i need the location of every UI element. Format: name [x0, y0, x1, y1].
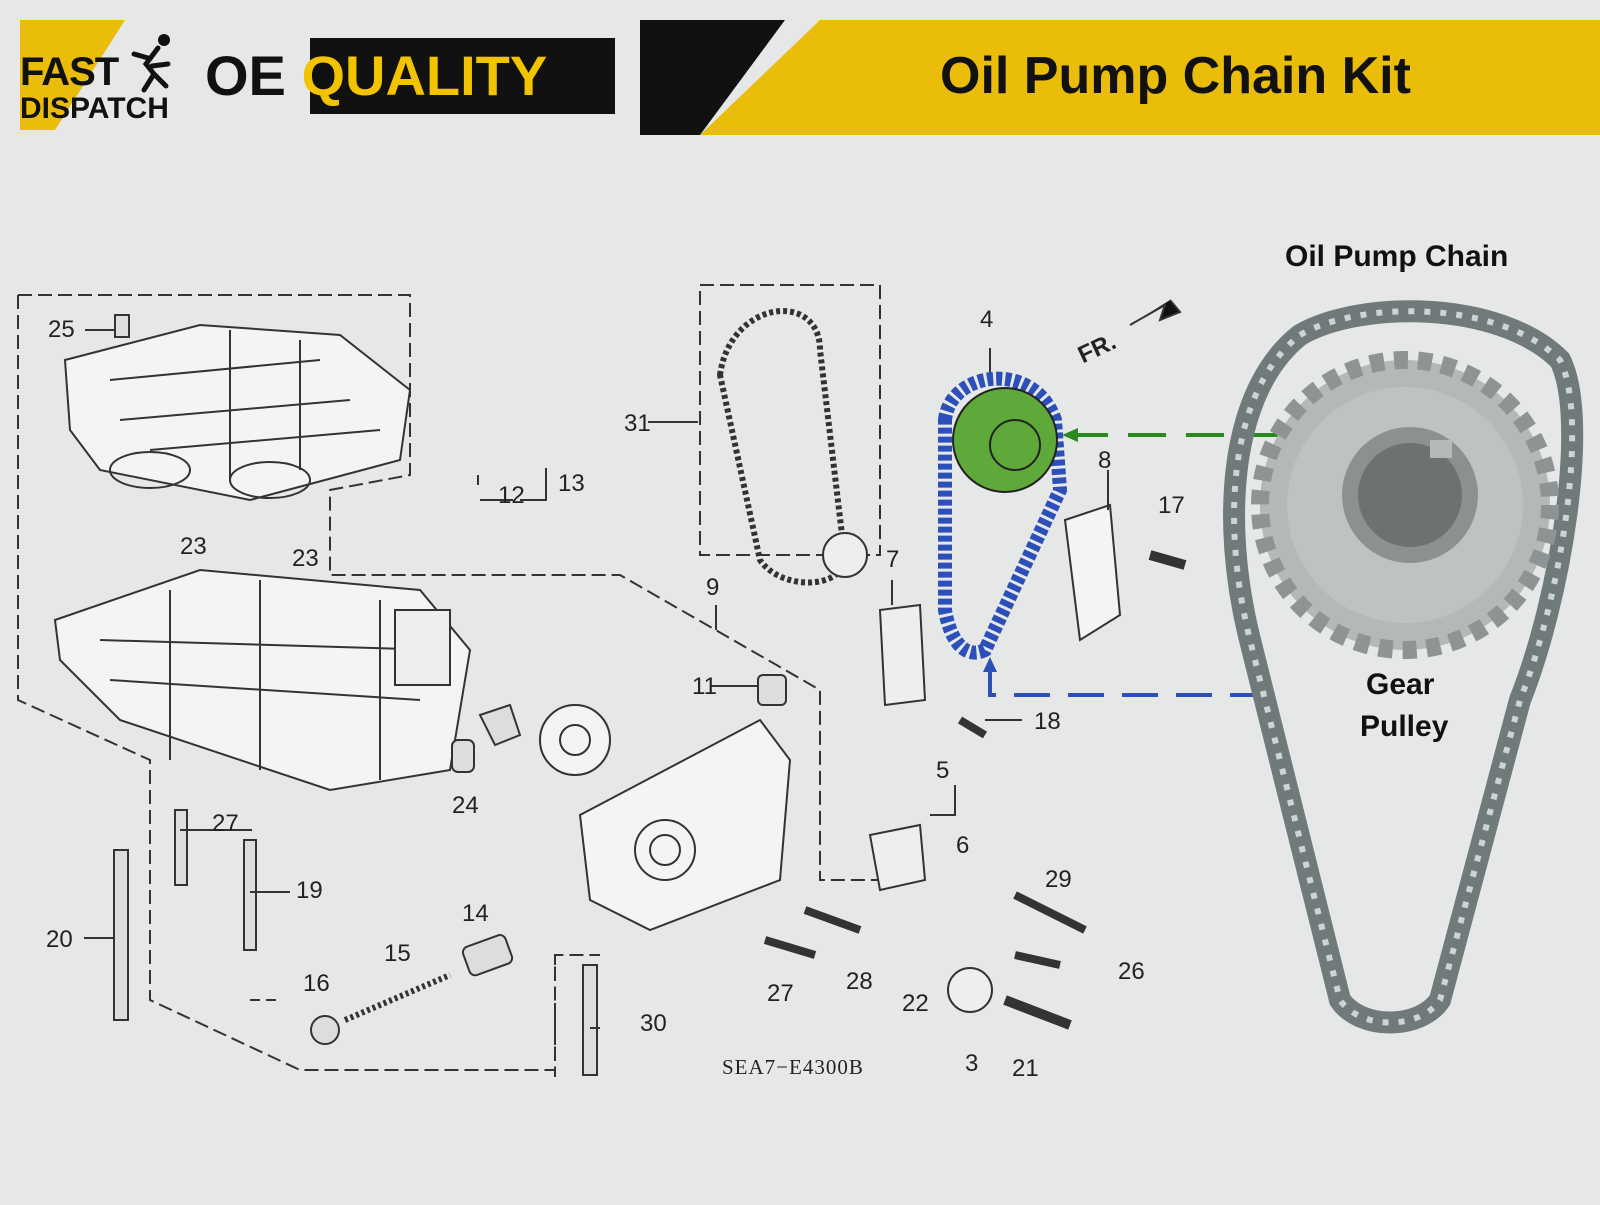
gear-label-line1: Gear: [1366, 668, 1435, 701]
callout-25: 25: [48, 316, 75, 343]
callout-20: 20: [46, 926, 73, 953]
brand-dispatch-text: DISPATCH: [20, 92, 169, 125]
callout-15: 15: [384, 940, 411, 967]
callout-13: 13: [558, 470, 585, 497]
callout-24: 24: [452, 792, 479, 819]
diagram-code: SEA7−E4300B: [722, 1055, 864, 1079]
callout-16: 16: [303, 970, 330, 997]
chain-pointer-line: [988, 665, 1260, 697]
runner-icon: [131, 34, 171, 93]
callout-21: 21: [1012, 1055, 1039, 1082]
highlighted-chain: [938, 371, 1068, 660]
highlighted-sprocket: [952, 387, 1058, 493]
callout-30: 30: [640, 1010, 667, 1037]
callout-29: 29: [1045, 866, 1072, 893]
callout-11: 11: [692, 673, 717, 700]
callout-4: 4: [980, 306, 994, 333]
callout-23a: 23: [180, 533, 207, 560]
callout-22: 22: [902, 990, 929, 1017]
header-shapes: [20, 20, 1600, 135]
callout-27b: 27: [767, 980, 794, 1007]
callout-19: 19: [296, 877, 323, 904]
oe-text: OE: [205, 44, 302, 107]
callout-3: 3: [965, 1050, 979, 1077]
header-banner: FAST DISPATCH OE QUALITY Oil Pump Chain …: [0, 0, 1600, 150]
callout-31: 31: [624, 410, 651, 437]
oil-pump-chain-label: Oil Pump Chain: [1285, 240, 1509, 273]
callout-8: 8: [1098, 447, 1112, 474]
callout-5: 5: [936, 757, 950, 784]
callout-12: 12: [498, 482, 525, 509]
callout-14: 14: [462, 900, 489, 927]
callout-6: 6: [956, 832, 970, 859]
page-title: Oil Pump Chain Kit: [940, 47, 1411, 105]
callout-23b: 23: [292, 545, 319, 572]
callout-27a: 27: [212, 810, 239, 837]
oe-quality-badge: OE QUALITY: [205, 38, 547, 114]
brand-fast-text: FAST: [20, 50, 119, 94]
callout-17: 17: [1158, 492, 1185, 519]
quality-text: QUALITY: [301, 44, 548, 107]
callout-28: 28: [846, 968, 873, 995]
callout-18: 18: [1034, 708, 1061, 735]
callout-7: 7: [886, 546, 900, 573]
gear-label-line2: Pulley: [1360, 710, 1449, 743]
callout-26: 26: [1118, 958, 1145, 985]
callout-9: 9: [706, 574, 720, 601]
